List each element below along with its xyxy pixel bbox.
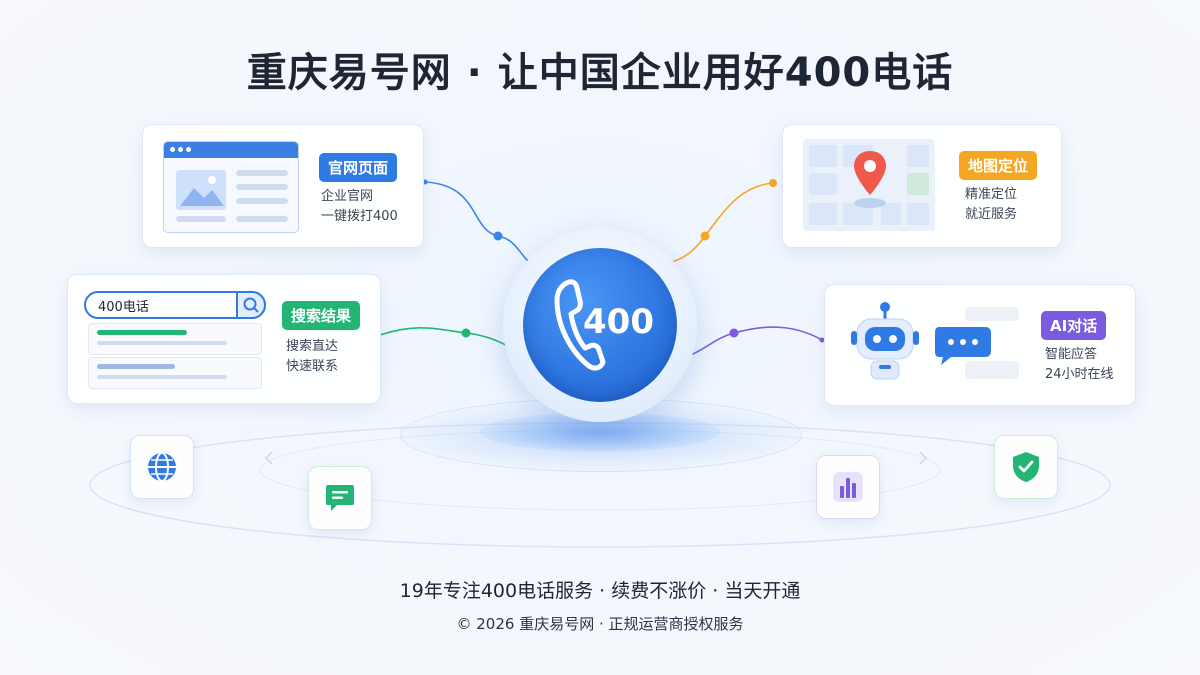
ai-card: AI对话 智能应答 24小时在线 bbox=[824, 284, 1136, 406]
center-label: 400 bbox=[583, 302, 654, 342]
tagline: 19年专注400电话服务 · 续费不涨价 · 当天开通 bbox=[399, 580, 801, 602]
map-desc-2: 就近服务 bbox=[965, 207, 1018, 222]
page-title: 重庆易号网 · 让中国企业用好400电话 bbox=[246, 50, 954, 96]
search-result bbox=[88, 357, 262, 389]
map-pin-icon bbox=[854, 151, 886, 208]
search-desc-2: 快速联系 bbox=[286, 359, 339, 374]
website-tag: 官网页面 bbox=[319, 153, 398, 182]
search-tag: 搜索结果 bbox=[282, 301, 361, 330]
search-input: 400电话 bbox=[84, 291, 266, 319]
globe-icon bbox=[148, 452, 176, 482]
phone-icon bbox=[554, 279, 606, 371]
search-query: 400电话 bbox=[98, 300, 149, 315]
ai-tag: AI对话 bbox=[1041, 311, 1107, 340]
chat-tile bbox=[308, 466, 372, 530]
browser-illustration bbox=[163, 141, 299, 233]
chat-bubble-icon bbox=[935, 327, 991, 365]
copyright: © 2026 重庆易号网 · 正规运营商授权服务 bbox=[456, 615, 744, 633]
website-card: 官网页面 企业官网 一键拨打400 bbox=[142, 124, 424, 248]
search-icon bbox=[236, 291, 266, 319]
center-circle: 400 bbox=[523, 248, 677, 402]
shield-check-icon bbox=[1013, 452, 1039, 482]
website-desc-1: 企业官网 bbox=[321, 189, 374, 204]
search-result bbox=[88, 323, 262, 355]
ai-desc-2: 24小时在线 bbox=[1045, 367, 1114, 382]
search-desc-1: 搜索直达 bbox=[286, 339, 339, 354]
map-desc-1: 精准定位 bbox=[965, 187, 1018, 202]
bar-chart-icon bbox=[833, 472, 863, 502]
chart-tile bbox=[816, 455, 880, 519]
shield-tile bbox=[994, 435, 1058, 499]
robot-icon bbox=[851, 302, 919, 380]
map-tag: 地图定位 bbox=[959, 151, 1038, 180]
search-card: 400电话 搜索结果 搜索直达 快速联系 bbox=[67, 274, 381, 404]
website-desc-2: 一键拨打400 bbox=[321, 209, 398, 224]
map-card: 地图定位 精准定位 就近服务 bbox=[782, 124, 1062, 248]
chat-icon bbox=[326, 485, 354, 511]
image-icon bbox=[176, 170, 226, 210]
map-illustration bbox=[803, 139, 935, 231]
ai-desc-1: 智能应答 bbox=[1045, 347, 1098, 362]
globe-tile bbox=[130, 435, 194, 499]
